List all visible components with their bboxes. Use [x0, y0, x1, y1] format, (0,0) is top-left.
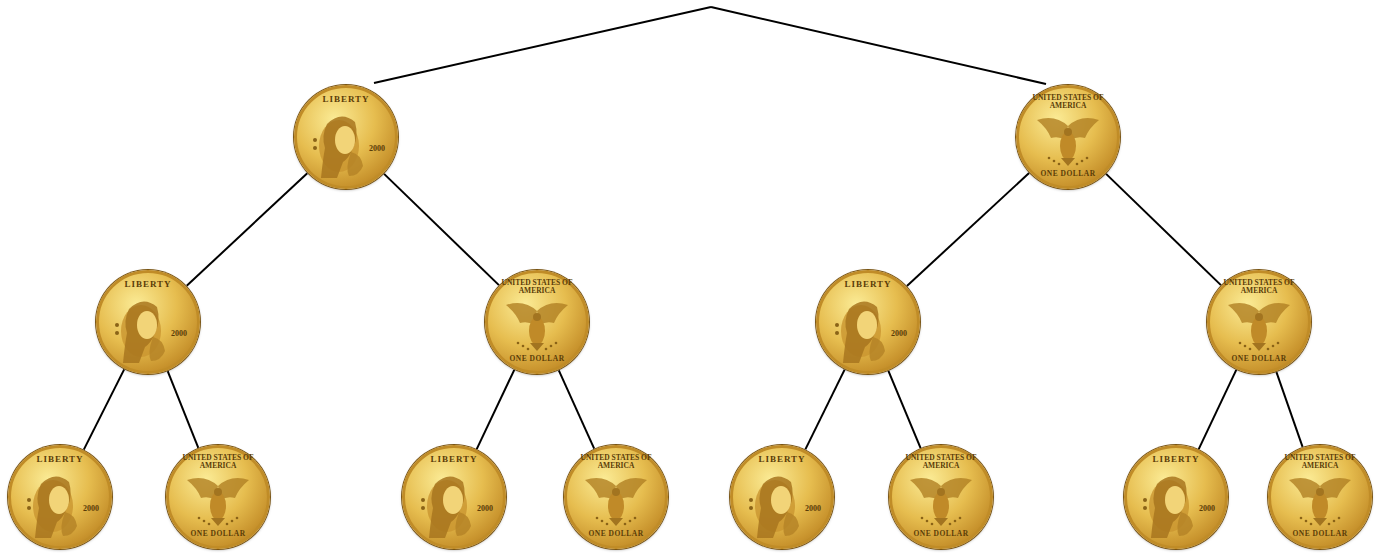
coin-inscription: ONE DOLLAR — [1210, 355, 1308, 363]
tails-coin: UNITED STATES OF AMERICA ONE DOLLAR — [1268, 445, 1372, 549]
tails-coin: UNITED STATES OF AMERICA ONE DOLLAR — [564, 445, 668, 549]
tails-coin: UNITED STATES OF AMERICA ONE DOLLAR — [889, 445, 993, 549]
root-branch — [374, 7, 711, 83]
coin-inscription: UNITED STATES OF AMERICA — [903, 454, 979, 470]
coin-inscription: 2000 — [891, 330, 907, 338]
coin-inscription: ONE DOLLAR — [1019, 170, 1117, 178]
coin-inscription: UNITED STATES OF AMERICA — [499, 279, 575, 295]
coin-inscription: UNITED STATES OF AMERICA — [578, 454, 654, 470]
coin-inscription: UNITED STATES OF AMERICA — [1030, 94, 1106, 110]
coin-inscription: ONE DOLLAR — [567, 530, 665, 538]
heads-coin: LIBERTY 2000 — [816, 270, 920, 374]
coin-inscription: LIBERTY — [819, 280, 917, 289]
tree-branch — [559, 370, 594, 448]
tree-branch — [1106, 174, 1221, 285]
heads-coin: LIBERTY 2000 — [8, 445, 112, 549]
coin-inscription: 2000 — [369, 145, 385, 153]
root-branch — [711, 7, 1046, 84]
coin-inscription: 2000 — [171, 330, 187, 338]
coin-inscription: 2000 — [83, 505, 99, 513]
tails-coin: UNITED STATES OF AMERICA ONE DOLLAR — [1207, 270, 1311, 374]
heads-coin: LIBERTY 2000 — [402, 445, 506, 549]
tails-coin: UNITED STATES OF AMERICA ONE DOLLAR — [485, 270, 589, 374]
tree-branch — [168, 371, 199, 448]
tails-coin: UNITED STATES OF AMERICA ONE DOLLAR — [166, 445, 270, 549]
tree-branch — [384, 174, 499, 285]
heads-coin: LIBERTY 2000 — [294, 85, 398, 189]
coin-inscription: ONE DOLLAR — [1271, 530, 1369, 538]
coin-inscription: 2000 — [1199, 505, 1215, 513]
tails-coin: UNITED STATES OF AMERICA ONE DOLLAR — [1016, 85, 1120, 189]
coin-inscription: 2000 — [477, 505, 493, 513]
tree-branch — [187, 173, 308, 286]
heads-coin: LIBERTY 2000 — [96, 270, 200, 374]
tree-branch — [907, 173, 1029, 286]
coin-inscription: ONE DOLLAR — [892, 530, 990, 538]
coin-inscription: LIBERTY — [733, 455, 831, 464]
heads-coin: LIBERTY 2000 — [730, 445, 834, 549]
heads-coin: LIBERTY 2000 — [1124, 445, 1228, 549]
tree-branch — [805, 370, 844, 450]
coin-inscription: LIBERTY — [297, 95, 395, 104]
coin-inscription: 2000 — [805, 505, 821, 513]
coin-inscription: LIBERTY — [11, 455, 109, 464]
tree-branch — [888, 371, 920, 448]
coin-inscription: ONE DOLLAR — [169, 530, 267, 538]
coin-inscription: UNITED STATES OF AMERICA — [1282, 454, 1358, 470]
coin-inscription: LIBERTY — [405, 455, 503, 464]
coin-inscription: ONE DOLLAR — [488, 355, 586, 363]
coin-inscription: LIBERTY — [99, 280, 197, 289]
tree-branch — [477, 370, 515, 449]
coin-inscription: UNITED STATES OF AMERICA — [180, 454, 256, 470]
tree-branch — [84, 369, 124, 449]
coin-inscription: UNITED STATES OF AMERICA — [1221, 279, 1297, 295]
tree-branch — [1276, 372, 1302, 447]
coin-inscription: LIBERTY — [1127, 455, 1225, 464]
tree-branch — [1199, 370, 1237, 449]
